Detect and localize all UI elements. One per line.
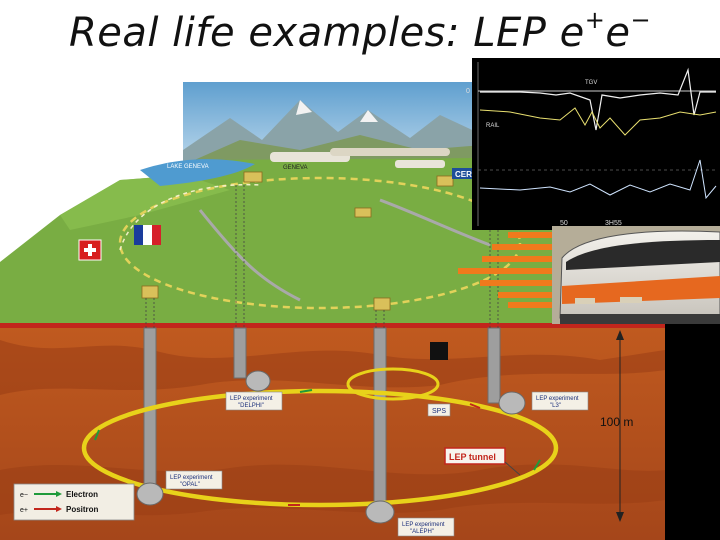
svg-text:LEP experiment: LEP experiment: [170, 475, 213, 481]
speed-arrows: [458, 232, 563, 308]
right-margin: [665, 323, 720, 540]
svg-text:LEP experiment: LEP experiment: [230, 396, 273, 402]
slide-title: Real life examples: LEP e+e−: [68, 6, 652, 56]
legend-positron: Positron: [66, 505, 99, 514]
marker-square: [430, 342, 448, 360]
depth-indicator: [616, 330, 624, 522]
svg-text:"DELPHI": "DELPHI": [238, 403, 264, 409]
svg-text:"ALEPH": "ALEPH": [410, 529, 434, 535]
label-opal: LEP experiment "OPAL": [165, 470, 223, 490]
cern-badge: [452, 168, 482, 179]
graph-tgv-label: TGV: [585, 80, 597, 86]
surface-divider: [0, 323, 665, 328]
roads: [198, 198, 491, 302]
svg-text:SPS: SPS: [432, 408, 446, 415]
legend-electron-symbol: e−: [20, 492, 28, 499]
graph-tick-left: 50: [560, 220, 568, 227]
legend-positron-symbol: e+: [20, 507, 28, 514]
label-l3: LEP experiment "L3": [531, 391, 589, 411]
svg-text:LEP experiment: LEP experiment: [536, 396, 579, 402]
beam-arrows: [94, 389, 541, 506]
tgv-train-image: [552, 226, 720, 324]
graph-tick-right: 3H55: [605, 220, 622, 227]
label-delphi: LEP experiment "DELPHI": [225, 391, 283, 411]
legend-electron: Electron: [66, 490, 98, 499]
svg-text:"OPAL": "OPAL": [180, 482, 200, 488]
detector-caverns: [136, 370, 526, 524]
lake-geneva: [140, 159, 255, 186]
cern-label: CERN: [455, 170, 478, 179]
surface-ring-outline: [118, 176, 522, 310]
lep-tunnel-ring: [81, 388, 559, 508]
geneva-label: GENEVA: [283, 165, 308, 171]
french-flag-icon: [134, 225, 161, 245]
svg-text:LEP experiment: LEP experiment: [402, 522, 445, 528]
label-sps: SPS: [427, 403, 451, 417]
svg-text:"L3": "L3": [550, 403, 561, 409]
label-aleph: LEP experiment "ALEPH": [397, 517, 455, 537]
measurement-graph: 0 TGV RAIL 50 3H55: [466, 58, 720, 230]
graph-rail-label: RAIL: [486, 123, 500, 129]
town-clusters: [270, 148, 450, 168]
beam-legend: e− Electron e+ Positron: [13, 483, 135, 521]
svg-text:0: 0: [466, 88, 470, 95]
swiss-flag-icon: [78, 239, 102, 261]
svg-text:LEP tunnel: LEP tunnel: [449, 452, 496, 462]
sps-ring: [346, 367, 440, 401]
label-lep-tunnel: LEP tunnel: [444, 447, 521, 476]
depth-label: 100 m: [600, 415, 633, 429]
lake-label: LAKE GENEVA: [167, 164, 209, 170]
